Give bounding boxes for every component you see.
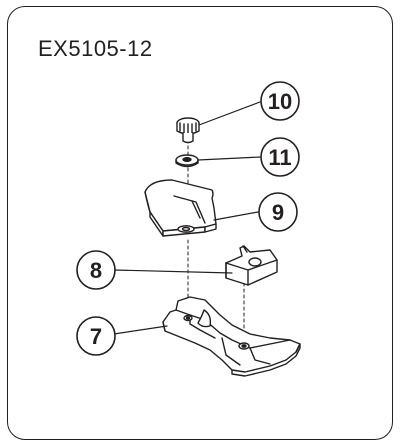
callout-7: 7	[76, 316, 116, 356]
callout-10-number: 10	[268, 89, 292, 114]
callout-8: 8	[76, 250, 116, 290]
callout-9: 9	[258, 192, 298, 232]
callout-11-number: 11	[268, 145, 291, 170]
callout-11: 11	[260, 137, 300, 177]
callout-leaders	[113, 101, 261, 335]
needle-guard-part	[144, 179, 217, 237]
feed-block-part	[225, 245, 278, 286]
callout-10: 10	[260, 81, 300, 121]
callout-8-number: 8	[90, 258, 102, 283]
callout-7-number: 7	[90, 324, 102, 349]
washer-part	[175, 154, 199, 168]
model-label: EX5105-12	[38, 36, 153, 61]
callout-9-number: 9	[272, 200, 284, 225]
presser-foot-part	[162, 296, 301, 377]
screw-part	[176, 117, 200, 144]
